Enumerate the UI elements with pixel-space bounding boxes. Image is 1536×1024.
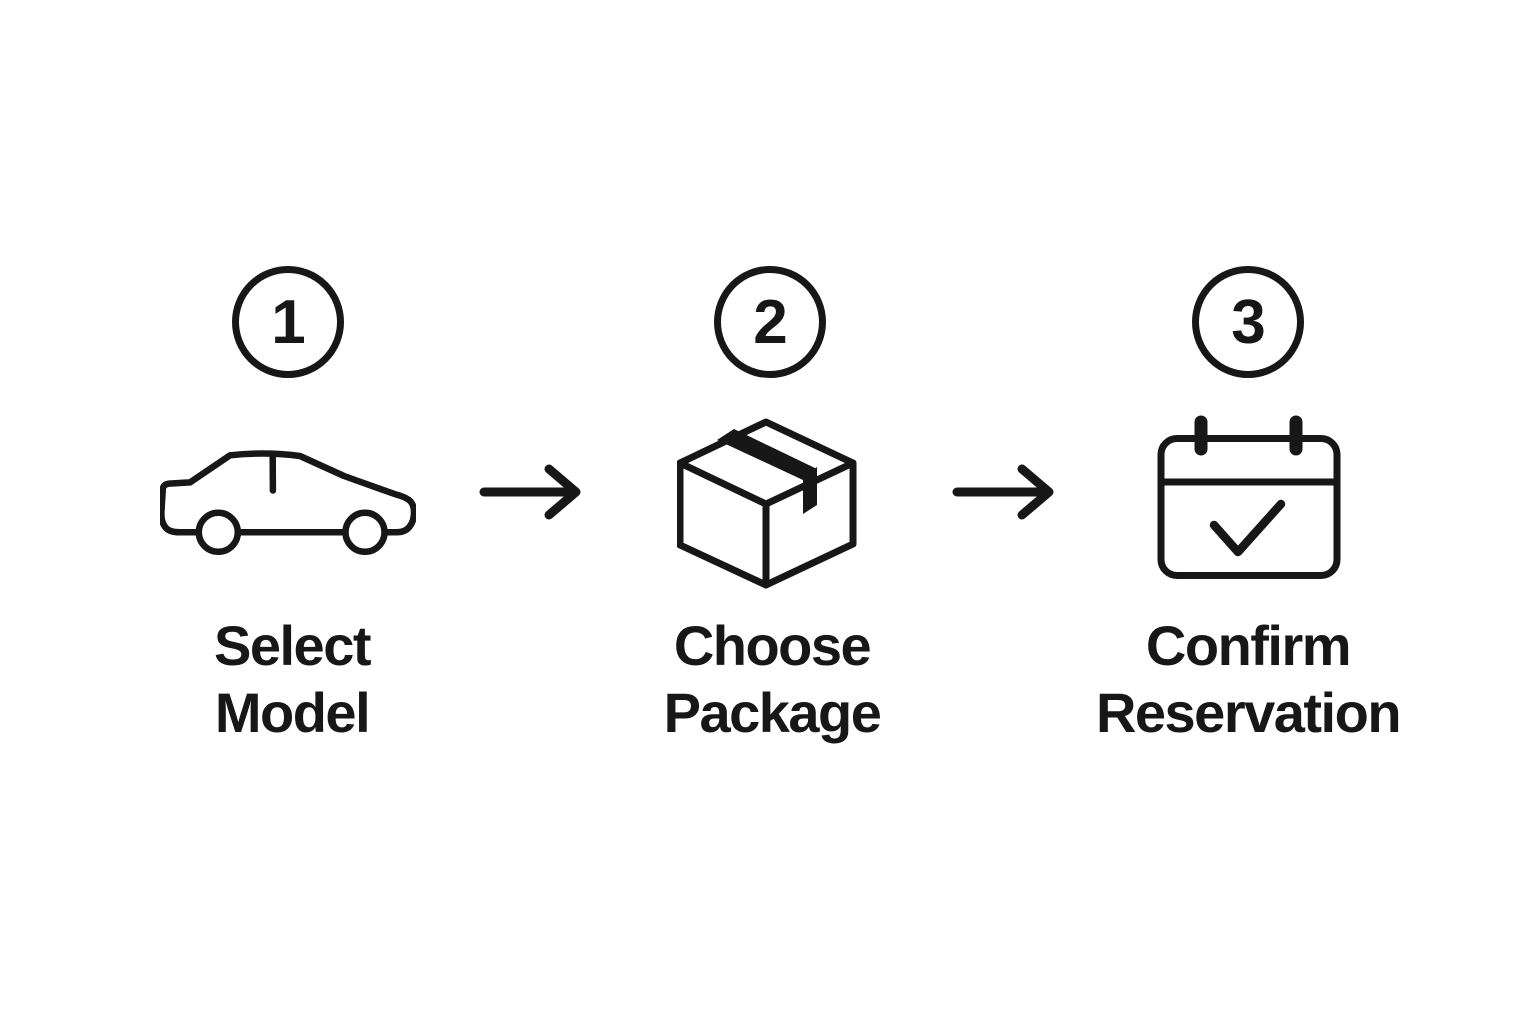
step-1-number-badge: 1 (232, 266, 344, 378)
step-1-number: 1 (271, 287, 305, 357)
step-1-label: Select Model (62, 612, 522, 746)
step-2-number: 2 (753, 287, 787, 357)
step-3-label-line-1: Confirm (1145, 614, 1352, 677)
step-3-label-line-2: Reservation (1095, 681, 1402, 744)
step-2-label-line-1: Choose (673, 614, 872, 677)
step-2-label-line-2: Package (663, 681, 882, 744)
package-box-icon (677, 418, 857, 589)
step-3-number: 3 (1231, 287, 1265, 357)
step-3-number-badge: 3 (1192, 266, 1304, 378)
step-3-label: Confirm Reservation (1018, 612, 1478, 746)
calendar-check-icon (1157, 415, 1341, 579)
right-arrow-icon (479, 464, 581, 520)
step-2-number-badge: 2 (714, 266, 826, 378)
step-1-label-line-1: Select (214, 614, 372, 677)
car-icon (160, 450, 416, 556)
step-2-label: Choose Package (542, 612, 1002, 746)
step-1-label-line-2: Model (214, 681, 371, 744)
right-arrow-icon (952, 464, 1054, 520)
